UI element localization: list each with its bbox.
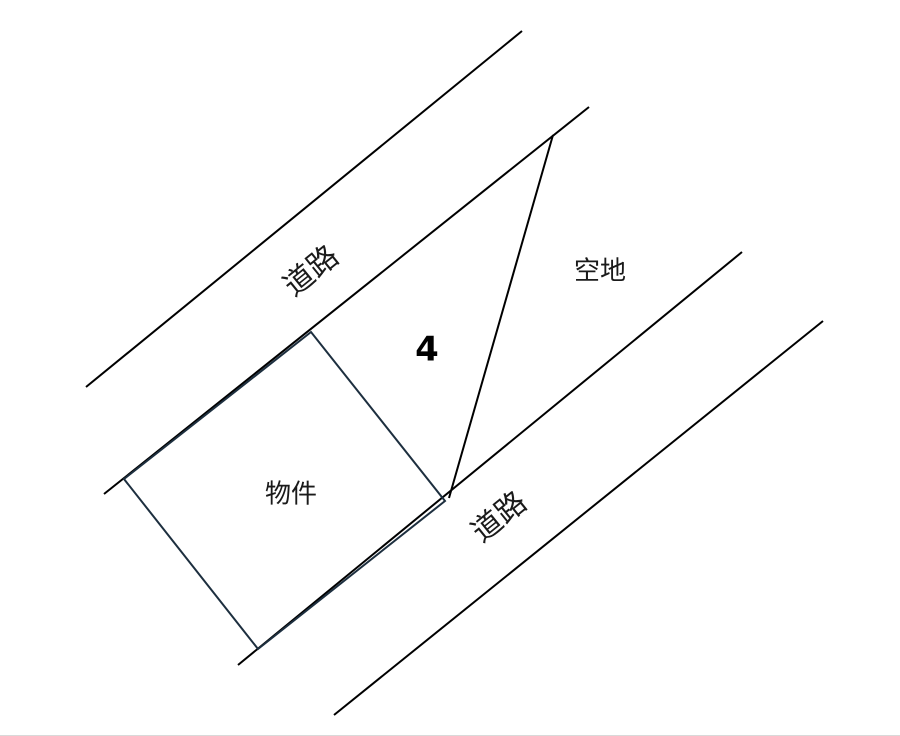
parcel-diagonal-boundary: [448, 134, 554, 499]
road-bottom-label: 道路: [465, 485, 534, 550]
parcel-number: 4: [415, 330, 439, 370]
property-outline: [122, 330, 447, 651]
road-bottom-inner-edge: [237, 251, 743, 666]
vacant-lot-label: 空地: [574, 257, 626, 287]
road-bottom-outer-edge: [333, 320, 824, 716]
road-top-inner-edge: [103, 106, 590, 495]
road-top-label: 道路: [277, 239, 346, 304]
road-top-outer-edge: [85, 30, 523, 388]
property-label: 物件: [265, 480, 317, 510]
